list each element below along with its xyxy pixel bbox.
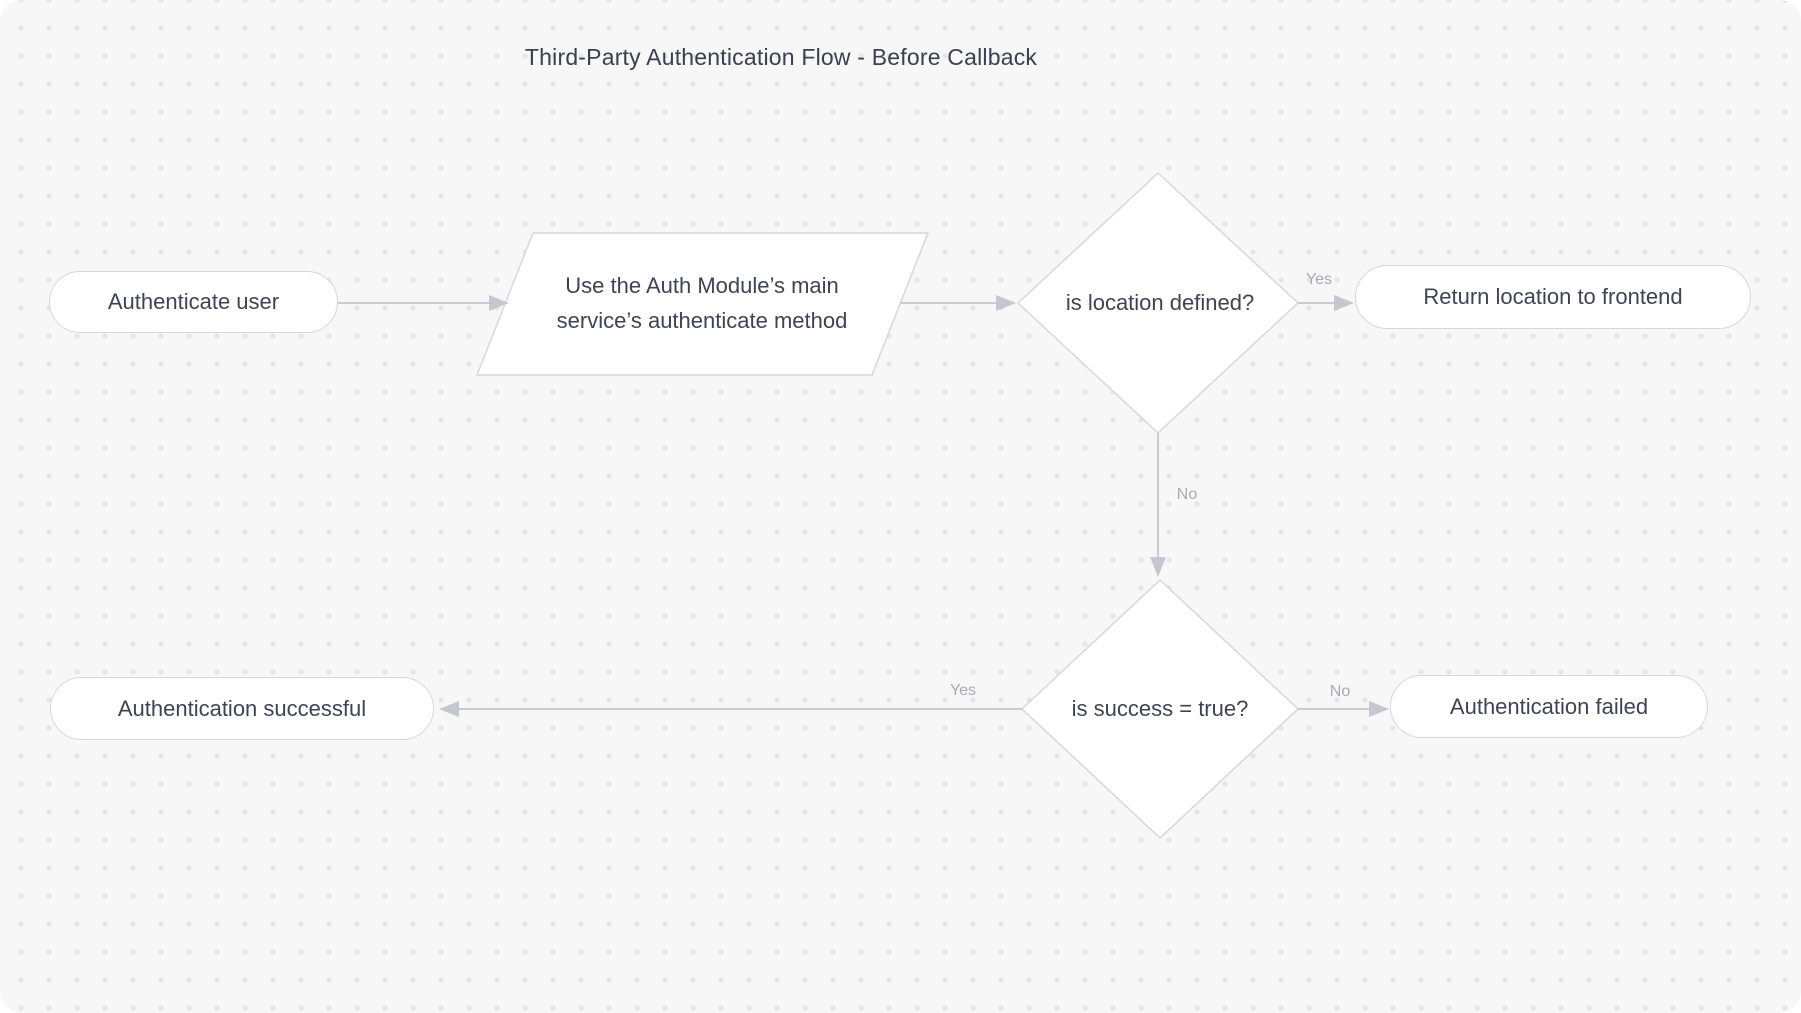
node-location-check-label: is location defined? bbox=[1065, 290, 1255, 315]
edge-label-success-yes: Yes bbox=[949, 682, 977, 699]
node-authenticate-user: Authenticate user bbox=[49, 271, 338, 333]
arrowhead-location-yes bbox=[1334, 295, 1354, 311]
node-auth-method-label: Use the Auth Module’s main service’s aut… bbox=[556, 273, 848, 333]
node-auth-successful: Authentication successful bbox=[50, 677, 434, 740]
node-return-location-label: Return location to frontend bbox=[1423, 284, 1683, 309]
arrowhead-start-to-auth-method bbox=[489, 295, 509, 311]
node-auth-method-parallelogram bbox=[475, 232, 930, 376]
node-return-location: Return location to frontend bbox=[1355, 265, 1751, 329]
node-auth-failed: Authentication failed bbox=[1390, 675, 1708, 738]
arrowhead-success-yes bbox=[439, 701, 459, 717]
node-auth-successful-label: Authentication successful bbox=[117, 695, 367, 721]
edge-label-success-no: No bbox=[1329, 683, 1351, 700]
node-success-check-diamond bbox=[1020, 578, 1300, 840]
diagram-title: Third-Party Authentication Flow - Before… bbox=[524, 44, 1038, 70]
edge-label-location-yes: Yes bbox=[1305, 271, 1333, 288]
node-authenticate-user-label: Authenticate user bbox=[107, 289, 280, 314]
edge-label-location-no: No bbox=[1176, 486, 1198, 503]
arrowhead-auth-method-to-location-check bbox=[996, 295, 1016, 311]
arrowhead-success-no bbox=[1369, 701, 1389, 717]
node-success-check-label: is success = true? bbox=[1071, 696, 1249, 721]
arrowhead-location-no bbox=[1150, 557, 1166, 577]
node-auth-failed-label: Authentication failed bbox=[1449, 693, 1649, 719]
